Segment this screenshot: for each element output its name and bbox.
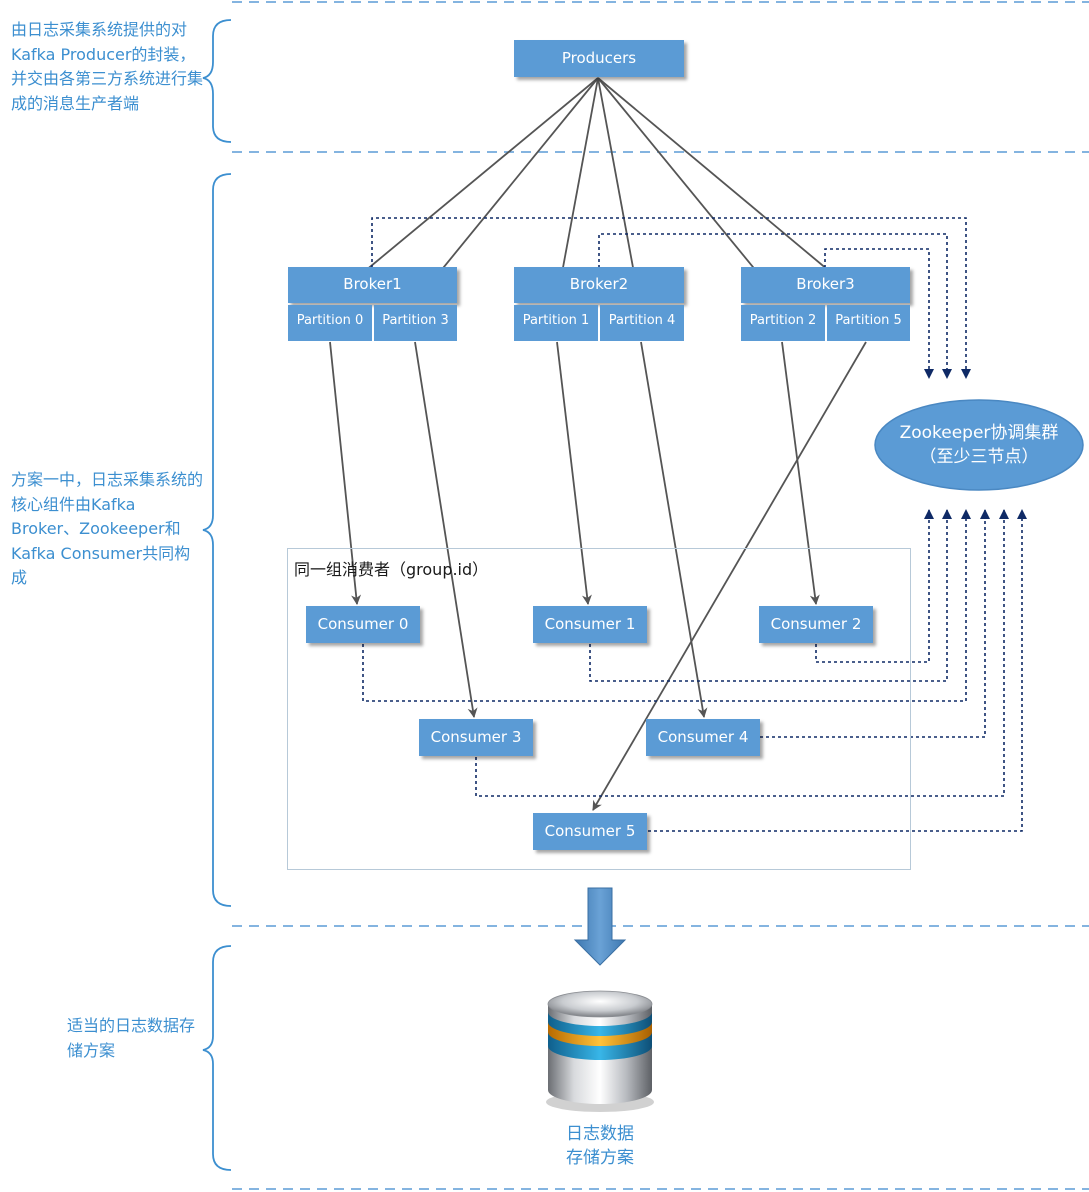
zookeeper-cluster [874,399,1084,491]
storage-label-line1: 日志数据 [566,1124,634,1144]
broker-label: Broker2 [514,267,684,303]
consumer-box: Consumer 4 [646,719,760,756]
zookeeper-subtitle: （至少三节点） [919,447,1039,467]
storage-note: 适当的日志数据存储方案 [67,1016,196,1060]
partition-box: Partition 1 [514,305,598,341]
broker-label: Broker3 [741,267,910,303]
section-dividers [232,1,1089,1190]
broker-label: Broker1 [288,267,457,303]
storage-label-line2: 存储方案 [566,1148,634,1168]
consumer-zookeeper-links [362,509,1027,832]
consumer-group-label: 同一组消费者（group.id） [294,560,489,579]
consumer-group-box [287,548,911,870]
side-braces [202,19,232,1171]
partition-consumer-arrows [329,341,867,811]
broker-zookeeper-links [371,217,971,379]
partition-box: Partition 0 [288,305,372,341]
producer-partition-arrows [329,77,865,301]
core-components-note: 方案一中，日志采集系统的核心组件由Kafka Broker、Zookeeper和… [11,470,204,587]
down-arrow-icon [573,887,627,966]
partition-box: Partition 4 [600,305,684,341]
producers-box: Producers [514,40,684,77]
database-cylinder-icon [546,990,654,1112]
consumer-box: Consumer 5 [533,813,647,850]
partition-box: Partition 5 [827,305,910,341]
producer-note: 由日志采集系统提供的对Kafka Producer的封装，并交由各第三方系统进行… [11,20,204,113]
storage-label: 日志数据 存储方案 [530,1122,670,1170]
zookeeper-label: Zookeeper协调集群 （至少三节点） [875,421,1083,469]
consumer-box: Consumer 1 [533,606,647,643]
consumer-box: Consumer 3 [419,719,533,756]
partition-box: Partition 3 [374,305,457,341]
consumer-box: Consumer 0 [306,606,420,643]
consumer-box: Consumer 2 [759,606,873,643]
zookeeper-title: Zookeeper协调集群 [899,423,1059,443]
partition-box: Partition 2 [741,305,825,341]
